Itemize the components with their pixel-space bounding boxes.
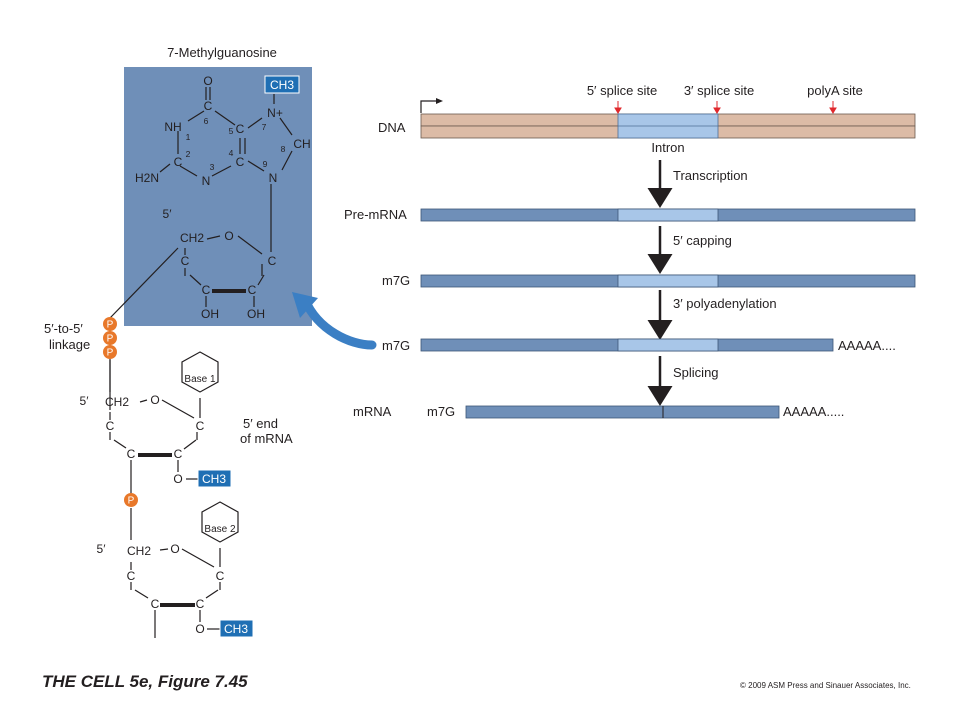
- methyl-label-nuc2: CH3: [224, 622, 248, 636]
- cap-c2-atom: C: [248, 283, 257, 297]
- n9-atom: N: [269, 171, 278, 185]
- phosphate-label-1: P: [107, 320, 114, 331]
- ring-number-9: 9: [263, 159, 268, 169]
- cap-5prime-label: 5′: [163, 207, 173, 221]
- site-markers: [614, 101, 837, 114]
- c6-atom: C: [204, 99, 213, 113]
- cap-highlight-arrow: [300, 295, 377, 350]
- internal-phosphate: [124, 493, 138, 507]
- mature-mrna-bar: [465, 405, 780, 419]
- methylguanosine-title: 7-Methylguanosine: [167, 45, 277, 60]
- base2-label: Base 2: [204, 524, 236, 535]
- mrna-end-label-line2: of mRNA: [240, 431, 293, 446]
- row-label-capped: m7G: [382, 273, 410, 288]
- methyl-badge-cap: [264, 75, 300, 94]
- row-label-polyadenylated: m7G: [382, 338, 410, 353]
- splice-site-5-label: 5′ splice site: [587, 83, 657, 98]
- row-label-mrna: mRNA: [353, 404, 392, 419]
- n3-atom: N: [202, 174, 211, 188]
- internal-phosphate-label: P: [128, 496, 135, 507]
- nuc1-c3-atom: C: [127, 447, 136, 461]
- nuc2-c2-atom: C: [196, 597, 205, 611]
- ring-number-4: 4: [229, 148, 234, 158]
- polya-tail-1: AAAAA....: [838, 338, 896, 353]
- nuc1-ring-oxygen: O: [150, 393, 159, 407]
- splice-site-3-label: 3′ splice site: [684, 83, 754, 98]
- mrna-end-label-line1: 5′ end: [243, 416, 278, 431]
- nuc2-c3-atom: C: [151, 597, 160, 611]
- methyl-badge-nuc1: [197, 469, 232, 488]
- carbonyl-oxygen: O: [203, 74, 212, 88]
- methyl-badge-nuc2: [219, 619, 254, 638]
- ring-number-5: 5: [229, 126, 234, 136]
- methyl-label-nuc1: CH3: [202, 472, 226, 486]
- cap-ribose-bonds: [109, 235, 265, 319]
- cap-c3-atom: C: [202, 283, 211, 297]
- nuc1-5prime-label: 5′: [80, 394, 90, 408]
- step-label-capping: 5′ capping: [673, 233, 732, 248]
- row-label-pre-mrna: Pre-mRNA: [344, 207, 407, 222]
- triphosphate: P P P: [103, 317, 117, 359]
- cap-ring-oxygen: O: [224, 229, 233, 243]
- ring-number-1: 1: [186, 132, 191, 142]
- row-label-dna: DNA: [378, 120, 406, 135]
- nuc2-5prime-label: 5′: [97, 542, 107, 556]
- nuc1-ch2-label: CH2: [105, 395, 129, 409]
- figure-caption: THE CELL 5e, Figure 7.45: [42, 672, 248, 691]
- nuc1-c4-atom: C: [106, 419, 115, 433]
- n1-atom: NH: [164, 120, 181, 134]
- cap-2prime-hydroxyl: OH: [247, 307, 265, 321]
- polya-site-label: polyA site: [807, 83, 863, 98]
- copyright-notice: © 2009 ASM Press and Sinauer Associates,…: [740, 681, 911, 690]
- nuc2-c4-atom: C: [127, 569, 136, 583]
- c2-atom: C: [174, 155, 183, 169]
- c8-atom: CH: [293, 137, 310, 151]
- polyadenylated-rna-intron: [617, 338, 719, 352]
- ring-number-2: 2: [186, 149, 191, 159]
- amino-group: H2N: [135, 171, 159, 185]
- nuc1-c2-atom: C: [174, 447, 183, 461]
- promoter-arrowhead: [436, 98, 443, 104]
- methyl-label-cap: CH3: [270, 78, 294, 92]
- step-label-transcription: Transcription: [673, 168, 748, 183]
- promoter-arrow: [420, 100, 438, 113]
- ring-number-3: 3: [210, 162, 215, 172]
- cap-c1-atom: C: [268, 254, 277, 268]
- polya-tail-2: AAAAA.....: [783, 404, 844, 419]
- nuc2-ch2-label: CH2: [127, 544, 151, 558]
- base1-label: Base 1: [184, 374, 216, 385]
- nucleotide1-bonds: [109, 360, 201, 540]
- pre-mrna-intron: [617, 208, 719, 222]
- linkage-label-line2: linkage: [49, 337, 90, 352]
- phosphate-label-2: P: [107, 334, 114, 345]
- capped-rna-intron: [617, 274, 719, 288]
- nuc2-2prime-oxygen: O: [195, 622, 204, 636]
- methylguanosine-panel: [124, 67, 312, 326]
- c5-atom: C: [236, 122, 245, 136]
- cap-ch2-label: CH2: [180, 231, 204, 245]
- ring-number-8: 8: [281, 144, 286, 154]
- base1-hexagon: [181, 351, 219, 393]
- step-label-polyadenylation: 3′ polyadenylation: [673, 296, 777, 311]
- nuc2-ring-oxygen: O: [170, 542, 179, 556]
- phosphate-label-3: P: [107, 348, 114, 359]
- n7-atom: N+: [267, 106, 283, 120]
- base2-hexagon: [201, 501, 239, 543]
- ring-number-7: 7: [262, 122, 267, 132]
- cap-c4-atom: C: [181, 254, 190, 268]
- c4-atom: C: [236, 155, 245, 169]
- ring-number-6: 6: [204, 116, 209, 126]
- nuc1-2prime-oxygen: O: [173, 472, 182, 486]
- nuc2-c1-atom: C: [216, 569, 225, 583]
- nuc1-c1-atom: C: [196, 419, 205, 433]
- nucleotide2-bonds: [130, 548, 221, 638]
- intron-label: Intron: [651, 140, 684, 155]
- cap-highlight-arrowhead: [292, 292, 318, 318]
- mrna-cap-label: m7G: [427, 404, 455, 419]
- linkage-label-line1: 5′-to-5′: [44, 321, 83, 336]
- step-label-splicing: Splicing: [673, 365, 719, 380]
- cap-3prime-hydroxyl: OH: [201, 307, 219, 321]
- guanine-bonds: [159, 87, 293, 252]
